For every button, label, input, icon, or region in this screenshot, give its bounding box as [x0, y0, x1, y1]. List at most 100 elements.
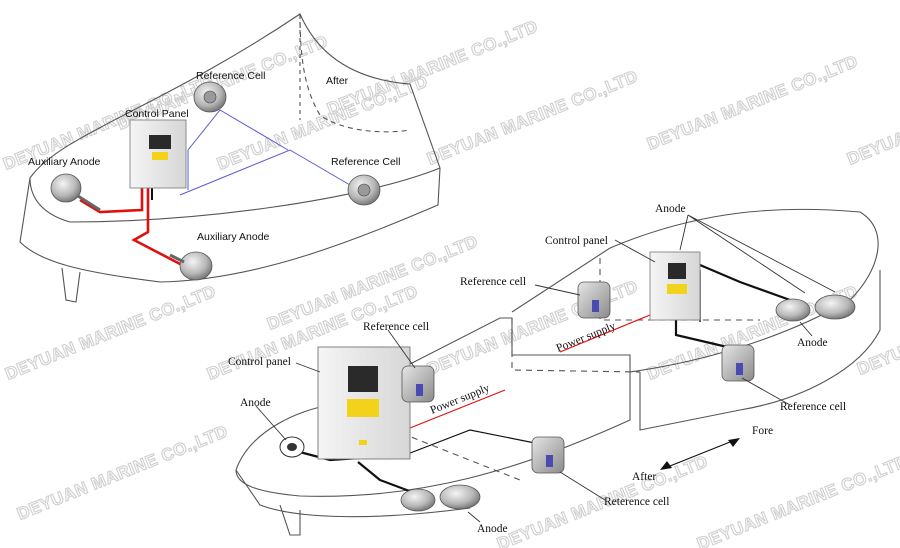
- bottom-hull-hidden-3: [599, 258, 760, 321]
- bottom-hull-hidden-2: [511, 318, 641, 373]
- bottom-label-fore: Fore: [752, 425, 773, 437]
- bottom-anode-bottom-disc-1: [400, 488, 436, 512]
- bottom-label-anode-top: Anode: [655, 203, 686, 215]
- bottom-label-control-panel-right: Control panel: [545, 235, 608, 247]
- bottom-label-reference-cell-left: Reference cell: [363, 321, 429, 333]
- top-auxiliary-anode-2-shaft: [169, 253, 185, 264]
- bottom-label-reference-cell-upper: Reference cell: [460, 276, 526, 288]
- top-label-auxiliary-anode-1: Auxiliary Anode: [28, 156, 101, 168]
- bottom-anode-bottom-disc-2: [439, 484, 481, 510]
- bottom-anode-left: [279, 436, 305, 458]
- watermark-text: DEYUAN MARINE CO.,LTD: [2, 282, 218, 384]
- bottom-label-anode-right: Anode: [797, 337, 828, 349]
- top-auxiliary-anode-2: [169, 251, 213, 281]
- bottom-control-panel-right: [649, 251, 701, 321]
- bottom-label-anode-bottom: Anode: [477, 523, 508, 535]
- fore-after-arrow-head-fore: [728, 438, 740, 447]
- top-control-panel: [129, 119, 187, 189]
- watermark-text: DEYUAN MARINE CO.,LTD: [694, 452, 900, 548]
- top-hull-deck: [29, 13, 441, 223]
- fore-after-arrow-head-after: [660, 461, 672, 470]
- bottom-control-panel-left: [317, 346, 411, 460]
- bottom-hull-keel: [279, 504, 301, 536]
- bottom-anode-right-disc-2: [814, 294, 856, 320]
- bottom-anode-bottom: [400, 484, 481, 512]
- fore-after-arrow-line: [664, 439, 736, 469]
- top-blue-line-2: [179, 149, 351, 196]
- top-reference-cell-1: [193, 81, 227, 113]
- top-reference-cell-2-core: [357, 183, 371, 197]
- watermark-layer: DEYUAN MARINE CO.,LTD DEYUAN MARINE CO.,…: [0, 16, 900, 548]
- leader-control-panel-right: [614, 239, 656, 263]
- top-panel-warning: [152, 152, 168, 160]
- top-hull-side: [19, 167, 441, 283]
- bottom-reference-cell-left-tag: [416, 384, 423, 396]
- leader-anode-left: [255, 405, 287, 441]
- watermark-text: DEYUAN MARINE CO.,LTD: [14, 422, 230, 524]
- top-auxiliary-anode-1-shaft: [77, 194, 101, 212]
- bottom-label-reference-cell-bottom: Reterence cell: [604, 496, 669, 508]
- bottom-black-cable-right-ref: [674, 320, 741, 352]
- leader-reference-cell-bottom: [559, 471, 606, 501]
- bottom-reference-cell-upper-tag: [592, 300, 599, 312]
- bottom-reference-cell-upper: [577, 281, 611, 319]
- top-reference-cell-2: [347, 174, 381, 206]
- bottom-reference-cell-bottom: [531, 436, 565, 474]
- bottom-hull-bow-side: [235, 469, 471, 518]
- top-label-control-panel: Control Panel: [125, 108, 189, 120]
- top-red-line-2: [131, 188, 183, 267]
- bottom-black-cable-bottom: [404, 429, 546, 456]
- leader-reference-cell-right: [741, 377, 791, 406]
- bottom-reference-cell-right-tag: [736, 363, 743, 375]
- bottom-anode-right-disc-1: [775, 298, 811, 322]
- fore-after-arrow: [660, 438, 740, 470]
- bottom-red-power-right: [559, 314, 651, 353]
- watermark-text: DEYUAN MARINE CO.,LTD: [844, 67, 900, 169]
- leader-anode-bottom: [467, 511, 481, 523]
- bottom-reference-cell-right: [721, 344, 755, 382]
- bottom-anode-left-core: [287, 443, 297, 451]
- bottom-black-cable-right-anode: [699, 263, 791, 302]
- top-hull-keel: [61, 267, 81, 303]
- bottom-label-anode-left: Anode: [240, 397, 271, 409]
- leader-anode-top: [679, 214, 836, 294]
- bottom-label-after: After: [632, 471, 656, 483]
- bottom-hull-side: [639, 270, 881, 431]
- watermark-text: DEYUAN MARINE CO.,LTD: [424, 67, 640, 169]
- top-wiring: [79, 109, 351, 267]
- top-label-reference-cell-1: Reference Cell: [196, 70, 265, 82]
- watermark-text: DEYUAN MARINE CO.,LTD: [324, 17, 540, 119]
- top-red-line-1: [79, 188, 144, 214]
- leader-reference-cell-left: [387, 329, 416, 369]
- bottom-control-panel-right-screen: [668, 263, 686, 279]
- top-auxiliary-anode-1: [50, 173, 101, 212]
- bottom-label-power-supply-right: Power supply: [555, 320, 618, 355]
- bottom-anode-right: [775, 294, 856, 322]
- top-label-reference-cell-2: Reference Cell: [331, 156, 400, 168]
- top-auxiliary-anode-2-disc: [179, 251, 213, 281]
- top-panel-screen: [149, 135, 171, 149]
- bottom-black-cable-left-ref: [357, 461, 421, 497]
- top-auxiliary-anode-1-disc: [50, 173, 82, 203]
- top-label-after: After: [326, 75, 349, 87]
- top-label-auxiliary-anode-2: Auxiliary Anode: [197, 231, 270, 243]
- bottom-control-panel-left-badge: [359, 440, 367, 445]
- bottom-wiring: [291, 263, 791, 497]
- watermark-text: DEYUAN MARINE CO.,LTD: [494, 452, 710, 548]
- bottom-label-control-panel-left: Control panel: [228, 356, 291, 368]
- bottom-red-power-left: [404, 389, 506, 431]
- bottom-control-panel-left-warning: [347, 399, 379, 417]
- leader-anode-right: [799, 321, 813, 337]
- leader-control-panel-left: [295, 362, 321, 373]
- bottom-label-reference-cell-right: Reference cell: [780, 401, 846, 413]
- top-blue-line-1: [187, 109, 289, 190]
- bottom-control-panel-left-screen: [348, 366, 378, 392]
- bottom-control-panel-right-warning: [667, 284, 687, 294]
- top-hull-transom: [299, 13, 411, 133]
- bottom-reference-cell-left: [401, 365, 435, 403]
- watermark-text: DEYUAN MARINE CO.,LTD: [854, 277, 900, 379]
- top-hull: [19, 13, 441, 303]
- top-reference-cell-1-core: [203, 90, 217, 104]
